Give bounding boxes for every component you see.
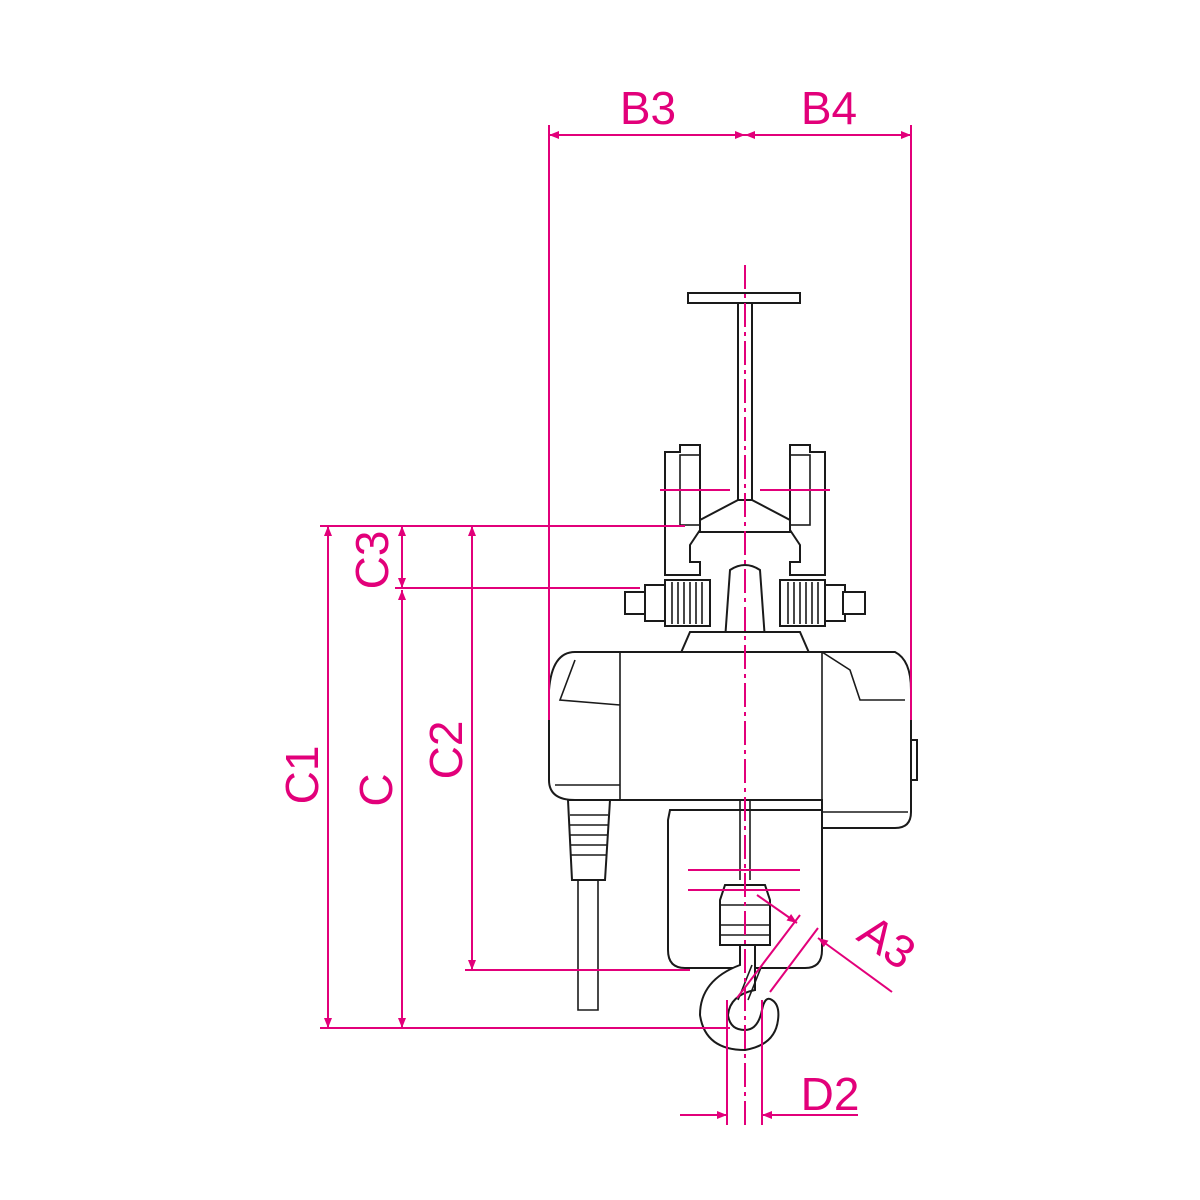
label-d2: D2 [801, 1068, 860, 1120]
label-c1: C1 [276, 746, 328, 805]
label-c3: C3 [346, 531, 398, 590]
dimension-lines [320, 125, 912, 1125]
hoist-outline [548, 292, 918, 1052]
label-b3: B3 [620, 82, 676, 134]
label-c: C [350, 773, 402, 806]
label-c2: C2 [420, 721, 472, 780]
label-b4: B4 [801, 82, 857, 134]
